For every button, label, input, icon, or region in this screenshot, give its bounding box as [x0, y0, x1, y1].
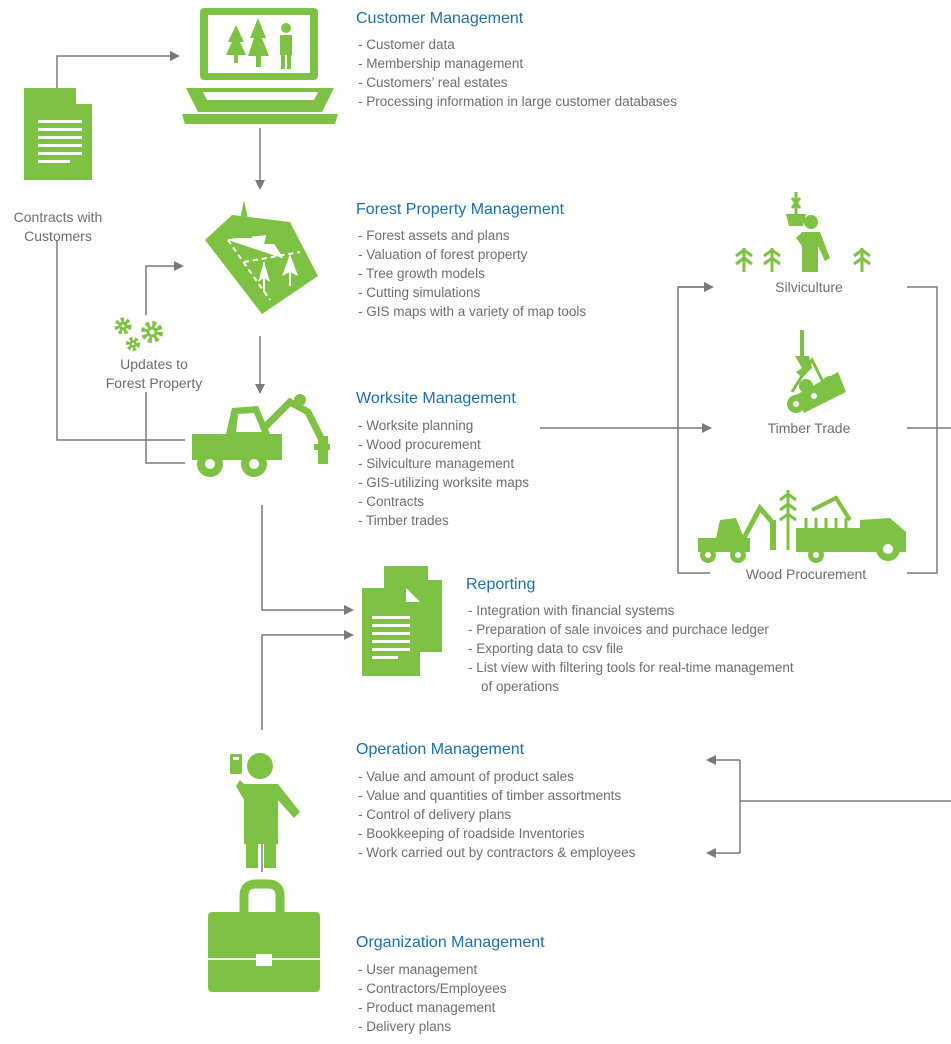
list-item: Product management [366, 1000, 495, 1015]
arrow-operation-to-reporting [261, 630, 354, 730]
section-title-organization-management: Organization Management [356, 934, 545, 951]
list-item: Integration with financial systems [476, 603, 674, 618]
section-title-worksite-management: Worksite Management [356, 390, 516, 407]
list-item: Tree growth models [366, 266, 485, 281]
svg-text:- User management: - User management [358, 962, 478, 977]
list-item: Preparation of sale invoices and purchac… [476, 622, 769, 637]
line-contracts-to-worksite [56, 240, 185, 441]
list-item: Contractors/Employees [366, 981, 507, 996]
section-items-customer-management: - Customer data - Membership management … [358, 37, 677, 109]
svg-text:- GIS-utilizing worksite maps: - GIS-utilizing worksite maps [358, 475, 529, 490]
svg-text:- Control of delivery plans: - Control of delivery plans [358, 807, 511, 822]
contract-document-icon [24, 88, 92, 180]
list-item: Delivery plans [366, 1019, 451, 1034]
list-item: Customers’ real estates [366, 75, 508, 90]
contracts-label-line1: Contracts with [14, 209, 103, 225]
svg-text:- Bookkeeping of roadside Inv: - Bookkeeping of roadside Inventories [358, 826, 585, 841]
svg-text:- Timber trades: - Timber trades [358, 513, 449, 528]
operations-left-bracket [677, 286, 710, 574]
section-items-forest-property-management: - Forest assets and plans - Valuation of… [358, 228, 586, 319]
svg-text:- Customers’ real estates: - Customers’ real estates [358, 75, 508, 90]
arrow-worksite-to-reporting [261, 505, 354, 615]
list-item: Customer data [366, 37, 455, 52]
svg-text:- Delivery plans: - Delivery plans [358, 1019, 451, 1034]
svg-text:- Valuation of forest propert: - Valuation of forest property [358, 247, 528, 262]
list-item: Timber trades [366, 513, 449, 528]
svg-text:- Exporting data to csv file: - Exporting data to csv file [468, 641, 623, 656]
silviculture-icon [735, 192, 871, 272]
svg-text:- Silviculture management: - Silviculture management [358, 456, 514, 471]
svg-text:- Contracts: - Contracts [358, 494, 424, 509]
list-item: Control of delivery plans [366, 807, 511, 822]
section-items-worksite-management: - Worksite planning - Wood procurement -… [358, 418, 529, 528]
timber-trade-icon [787, 330, 846, 413]
list-item: Work carried out by contractors & employ… [366, 845, 635, 860]
section-title-customer-management: Customer Management [356, 10, 524, 27]
list-item: Exporting data to csv file [476, 641, 623, 656]
operations-right-bracket [907, 286, 938, 574]
svg-text:- Worksite planning: - Worksite planning [358, 418, 473, 433]
section-title-forest-property-management: Forest Property Management [356, 201, 565, 218]
list-item: User management [366, 962, 477, 977]
svg-text:- Value and quantities of tim: - Value and quantities of timber assortm… [358, 788, 621, 803]
reporting-documents-icon [362, 566, 442, 676]
svg-text:- Value and amount of product: - Value and amount of product sales [358, 769, 574, 784]
gears-icon [114, 317, 163, 351]
list-item: Value and quantities of timber assortmen… [366, 788, 621, 803]
person-phone-icon [230, 753, 300, 868]
line-worksite-to-updates [145, 392, 185, 464]
list-item: GIS maps with a variety of map tools [366, 304, 586, 319]
updates-label-line2: Forest Property [106, 375, 202, 391]
silviculture-label: Silviculture [775, 279, 843, 295]
section-items-organization-management: - User management - Contractors/Employee… [358, 962, 507, 1034]
forest-map-icon [205, 200, 318, 314]
svg-text:- Contractors/Employees: - Contractors/Employees [358, 981, 507, 996]
updates-label-line1: Updates to [120, 356, 188, 372]
list-item: Value and amount of product sales [366, 769, 574, 784]
svg-text:- Preparation of sale invoice: - Preparation of sale invoices and purch… [468, 622, 769, 637]
list-item: List view with filtering tools for real-… [476, 660, 794, 675]
list-item: GIS-utilizing worksite maps [366, 475, 529, 490]
svg-text:- Integration with financial: - Integration with financial systems [468, 603, 675, 618]
section-items-operation-management: - Value and amount of product sales - Va… [358, 769, 636, 860]
laptop-icon [182, 8, 338, 124]
section-items-reporting: - Integration with financial systems - P… [468, 603, 794, 694]
svg-text:- List view with filtering to: - List view with filtering tools for rea… [468, 660, 794, 675]
svg-text:- Membership management: - Membership management [358, 56, 523, 71]
svg-text:- Customer data: - Customer data [358, 37, 455, 52]
list-item: Silviculture management [366, 456, 514, 471]
list-item: Forest assets and plans [366, 228, 510, 243]
list-item: Worksite planning [366, 418, 473, 433]
contracts-label-line2: Customers [24, 228, 92, 244]
briefcase-icon [208, 879, 320, 992]
svg-text:- Forest assets and plans: - Forest assets and plans [358, 228, 510, 243]
svg-text:- Wood procurement: - Wood procurement [358, 437, 481, 452]
wood-procurement-label: Wood Procurement [746, 566, 866, 582]
list-item: Processing information in large customer… [366, 94, 677, 109]
svg-text:- Cutting simulations: - Cutting simulations [358, 285, 481, 300]
section-title-reporting: Reporting [466, 576, 535, 593]
arrow-updates-to-forest [145, 261, 184, 315]
list-item: Wood procurement [366, 437, 481, 452]
arrow-contracts-to-customer [56, 51, 180, 103]
list-item-continuation: of operations [481, 679, 559, 694]
svg-text:- Work carried out by contrac: - Work carried out by contractors & empl… [358, 845, 636, 860]
section-title-operation-management: Operation Management [356, 741, 525, 758]
flow-lines [56, 51, 951, 872]
wood-procurement-icon [698, 490, 906, 563]
list-item: Contracts [366, 494, 424, 509]
list-item: Cutting simulations [366, 285, 480, 300]
timber-trade-label: Timber Trade [768, 420, 851, 436]
list-item: Membership management [366, 56, 523, 71]
list-item: Valuation of forest property [366, 247, 527, 262]
svg-text:- Tree growth models: - Tree growth models [358, 266, 485, 281]
svg-text:- GIS maps with a variety of: - GIS maps with a variety of map tools [358, 304, 586, 319]
svg-text:- Processing information in l: - Processing information in large custom… [358, 94, 677, 109]
harvester-truck-icon [192, 394, 330, 477]
svg-text:- Product management: - Product management [358, 1000, 496, 1015]
list-item: Bookkeeping of roadside Inventories [366, 826, 585, 841]
